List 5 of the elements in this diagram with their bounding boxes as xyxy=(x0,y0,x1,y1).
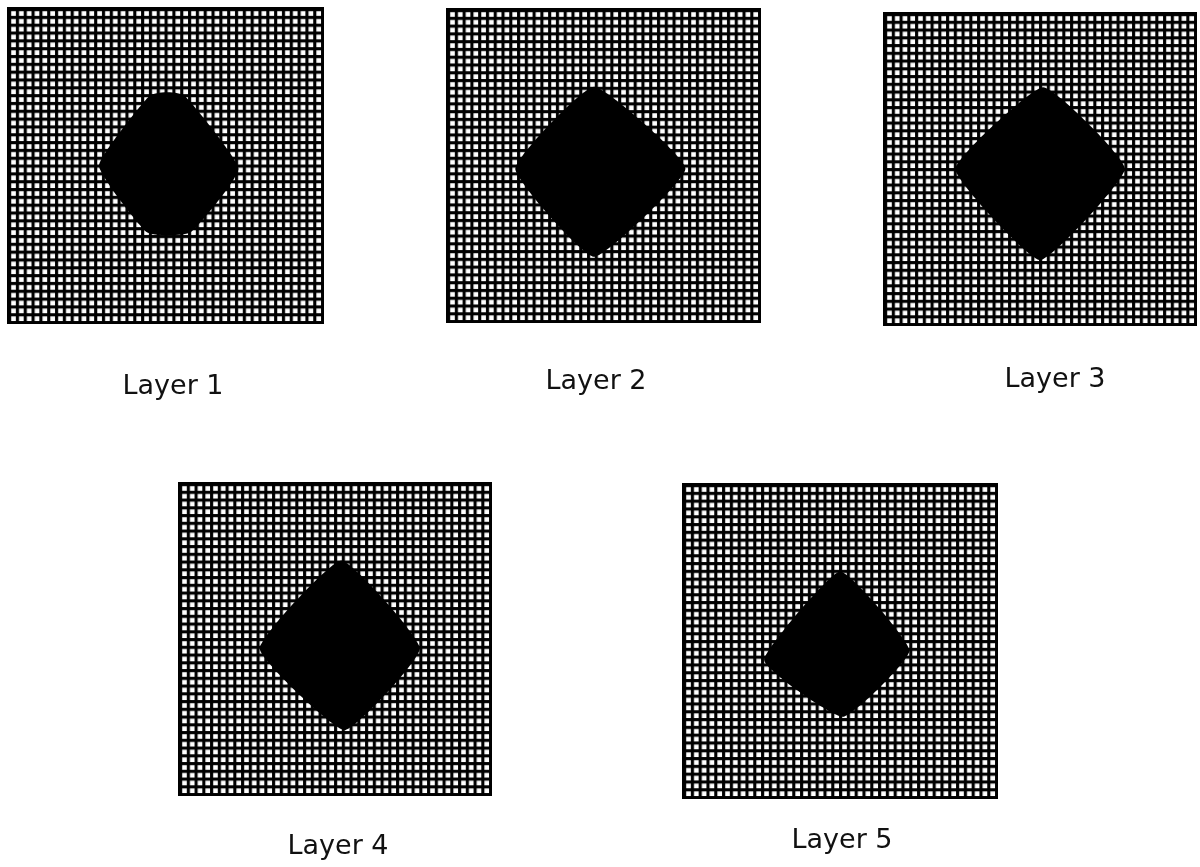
layer-label: Layer 3 xyxy=(1004,362,1106,393)
layer-label: Layer 4 xyxy=(287,829,389,860)
layer-label: Layer 1 xyxy=(122,369,224,400)
layer-label: Layer 5 xyxy=(791,823,893,854)
layer-label: Layer 2 xyxy=(545,364,647,395)
